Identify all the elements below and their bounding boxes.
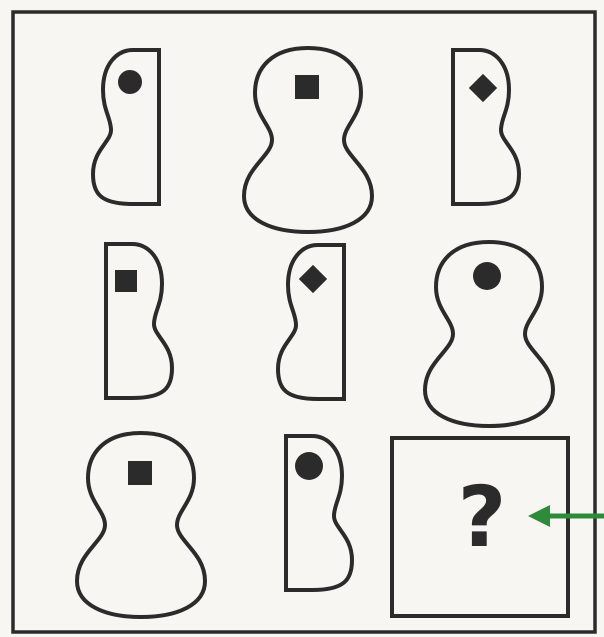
- figure-3: [453, 50, 519, 204]
- diamond-symbol: [299, 265, 327, 293]
- question-mark: ?: [458, 468, 507, 566]
- figure-1: [93, 50, 159, 204]
- figure-2: [244, 48, 372, 232]
- diamond-symbol: [469, 74, 497, 102]
- figure-7: [77, 433, 205, 617]
- figure-8: [286, 436, 352, 590]
- circle-symbol: [295, 452, 323, 480]
- figure-4: [106, 244, 172, 398]
- square-symbol: [128, 461, 152, 485]
- answer-box[interactable]: ?: [392, 438, 568, 616]
- figure-6: [425, 242, 553, 426]
- square-symbol: [115, 270, 137, 292]
- circle-symbol: [473, 262, 501, 290]
- square-symbol: [295, 75, 319, 99]
- figure-5: [278, 245, 344, 399]
- circle-symbol: [118, 70, 142, 94]
